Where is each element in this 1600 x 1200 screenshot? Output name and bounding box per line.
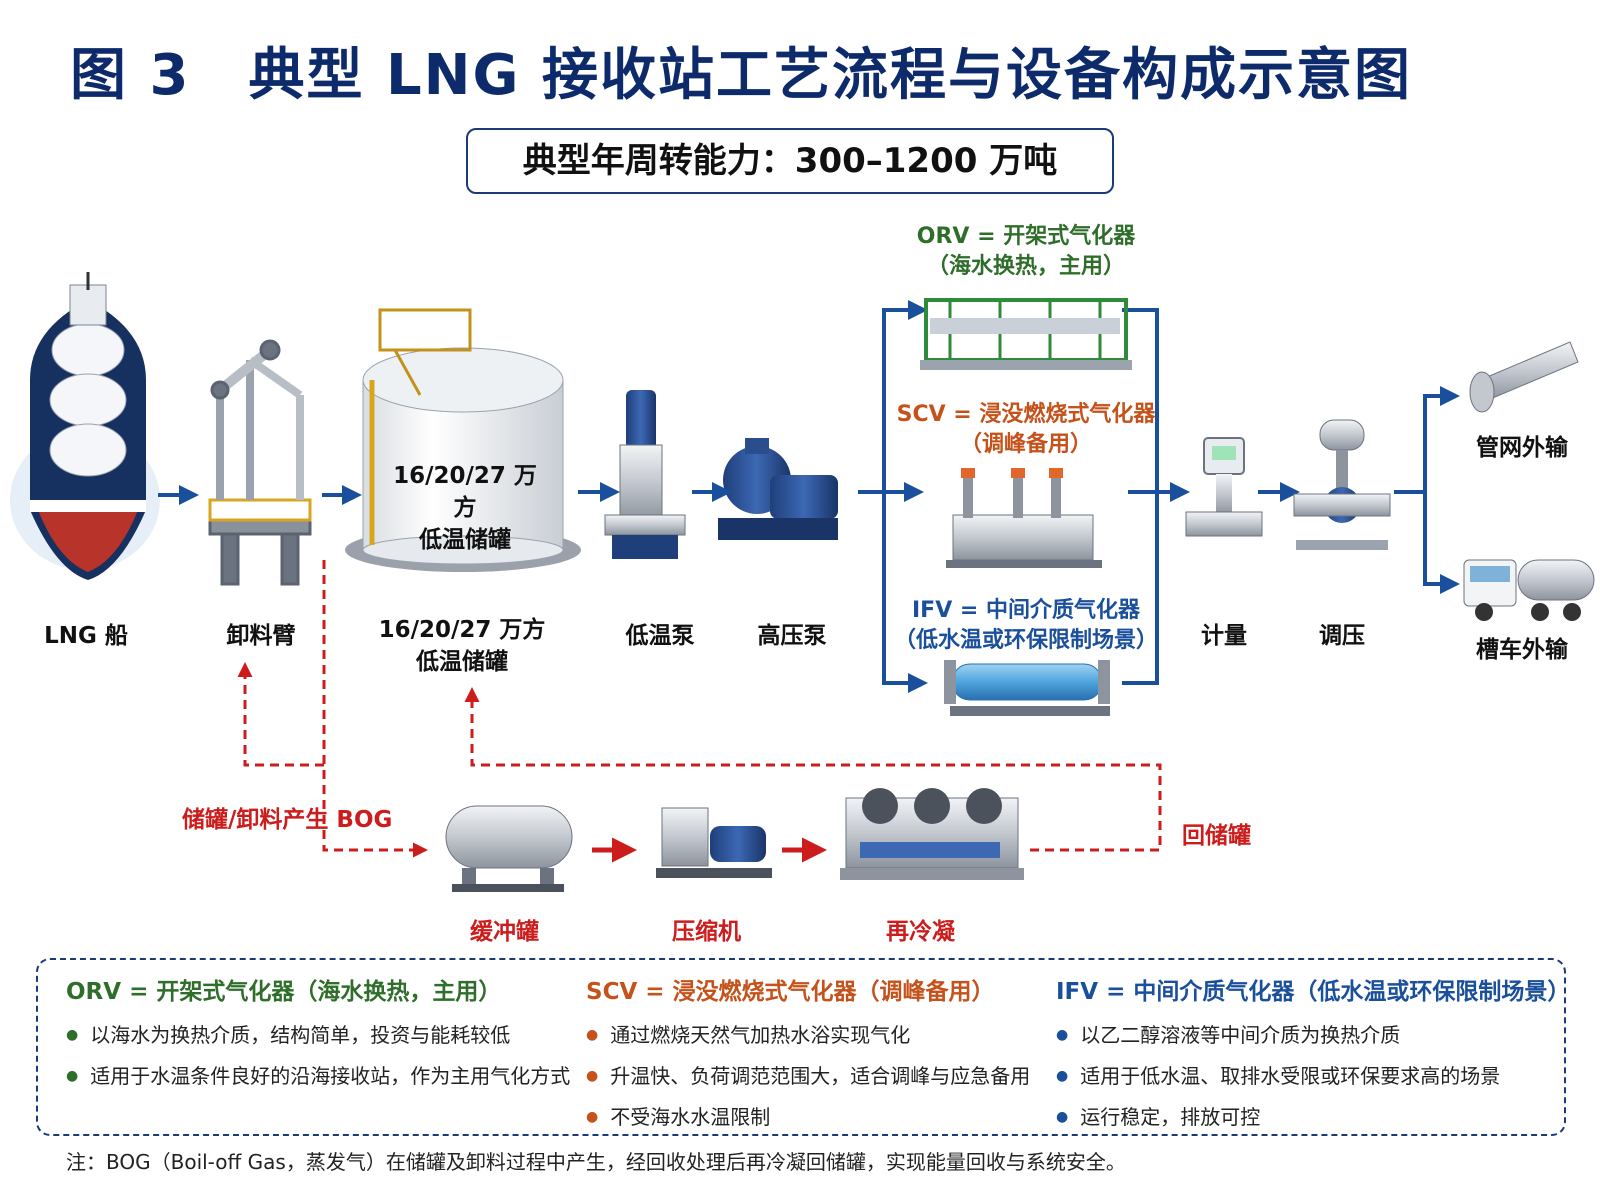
- label-storage-tank: 16/20/27 万方 低温储罐: [378, 614, 546, 678]
- label-truck-export: 槽车外输: [1476, 637, 1568, 663]
- list-item: ●适用于水温条件良好的沿海接收站，作为主用气化方式: [66, 1064, 571, 1088]
- bog-flow-lines: [237, 560, 1162, 858]
- label-buffer-tank: 缓冲罐: [470, 919, 539, 945]
- tanker-truck-icon: [1463, 559, 1595, 621]
- label-lng-ship: LNG 船: [44, 623, 128, 649]
- tank-inner-label: 16/20/27 万方 低温储罐: [390, 460, 540, 556]
- capacity-box: 典型年周转能力：300–1200 万吨: [466, 128, 1114, 194]
- info-ifv-heading: IFV = 中间介质气化器（低水温或环保限制场景）: [1056, 979, 1571, 1005]
- info-orv-heading: ORV = 开架式气化器（海水换热，主用）: [66, 979, 502, 1005]
- orv-vaporizer-icon: [920, 298, 1132, 370]
- scv-subtitle: （调峰备用）: [959, 432, 1092, 457]
- label-recondenser: 再冷凝: [886, 919, 955, 945]
- label-high-pressure-pump: 高压泵: [757, 623, 827, 649]
- lng-ship-icon: [10, 272, 160, 580]
- label-metering: 计量: [1201, 623, 1247, 649]
- main-flow-arrows: [158, 300, 1460, 693]
- info-ifv: IFV = 中间介质气化器（低水温或环保限制场景） ●以乙二醇溶液等中间介质为换…: [1056, 972, 1570, 1139]
- compressor-icon: [656, 807, 772, 878]
- tank-capacity: 16/20/27 万方: [378, 617, 546, 643]
- tank-inner-name: 低温储罐: [419, 527, 511, 553]
- tank-inner-capacity: 16/20/27 万方: [393, 463, 537, 521]
- loading-arm-icon: [208, 339, 312, 586]
- pipeline-icon: [1469, 341, 1579, 413]
- label-regulating: 调压: [1319, 623, 1365, 649]
- info-scv: SCV = 浸没燃烧式气化器（调峰备用） ●通过燃烧天然气加热水浴实现气化 ●升…: [586, 972, 1030, 1139]
- label-return-to-tank: 回储罐: [1182, 823, 1251, 849]
- bog-source-label: 储罐/卸料产生 BOG: [182, 807, 393, 833]
- orv-label: ORV = 开架式气化器 （海水换热，主用）: [896, 222, 1156, 282]
- page-title: 图 3 典型 LNG 接收站工艺流程与设备构成示意图: [70, 43, 1412, 108]
- recondenser-icon: [840, 788, 1024, 880]
- tank-name: 低温储罐: [416, 649, 508, 675]
- list-item: ●升温快、负荷调范范围大，适合调峰与应急备用: [586, 1064, 1031, 1088]
- list-item: ●以海水为换热介质，结构简单，投资与能耗较低: [66, 1023, 511, 1047]
- process-diagram: [10, 272, 1595, 892]
- scv-label: SCV = 浸没燃烧式气化器 （调峰备用）: [886, 400, 1166, 460]
- info-scv-heading: SCV = 浸没燃烧式气化器（调峰备用）: [586, 979, 995, 1005]
- footnote: 注：BOG（Boil-off Gas，蒸发气）在储罐及卸料过程中产生，经回收处理…: [66, 1150, 1126, 1174]
- list-item: ●适用于低水温、取排水受限或环保要求高的场景: [1056, 1064, 1501, 1088]
- orv-title: ORV = 开架式气化器: [916, 224, 1136, 249]
- vaporizer-info-box: ORV = 开架式气化器（海水换热，主用） ●以海水为换热介质，结构简单，投资与…: [36, 958, 1570, 1139]
- list-item: ●以乙二醇溶液等中间介质为换热介质: [1056, 1023, 1401, 1047]
- ifv-subtitle: （低水温或环保限制场景）: [893, 628, 1158, 653]
- label-compressor: 压缩机: [672, 919, 741, 945]
- ifv-label: IFV = 中间介质气化器 （低水温或环保限制场景）: [886, 596, 1166, 656]
- buffer-tank-icon: [445, 805, 573, 892]
- label-low-temp-pump: 低温泵: [625, 623, 695, 649]
- pressure-regulator-icon: [1293, 419, 1391, 550]
- label-pipeline-export: 管网外输: [1476, 435, 1568, 461]
- metering-icon: [1185, 437, 1263, 537]
- list-item: ●运行稳定，排放可控: [1056, 1105, 1261, 1129]
- orv-subtitle: （海水换热，主用）: [926, 254, 1125, 279]
- ifv-vaporizer-icon: [944, 660, 1110, 716]
- lng-storage-tank-icon: [345, 308, 581, 572]
- info-orv: ORV = 开架式气化器（海水换热，主用） ●以海水为换热介质，结构简单，投资与…: [66, 972, 570, 1098]
- label-loading-arm: 卸料臂: [226, 623, 296, 649]
- high-pressure-pump-icon: [718, 438, 838, 540]
- scv-title: SCV = 浸没燃烧式气化器: [896, 402, 1156, 427]
- ifv-title: IFV = 中间介质气化器: [912, 598, 1140, 623]
- low-temp-pump-icon: [604, 390, 686, 559]
- scv-vaporizer-icon: [946, 468, 1102, 568]
- list-item: ●通过燃烧天然气加热水浴实现气化: [586, 1023, 911, 1047]
- list-item: ●不受海水水温限制: [586, 1105, 771, 1129]
